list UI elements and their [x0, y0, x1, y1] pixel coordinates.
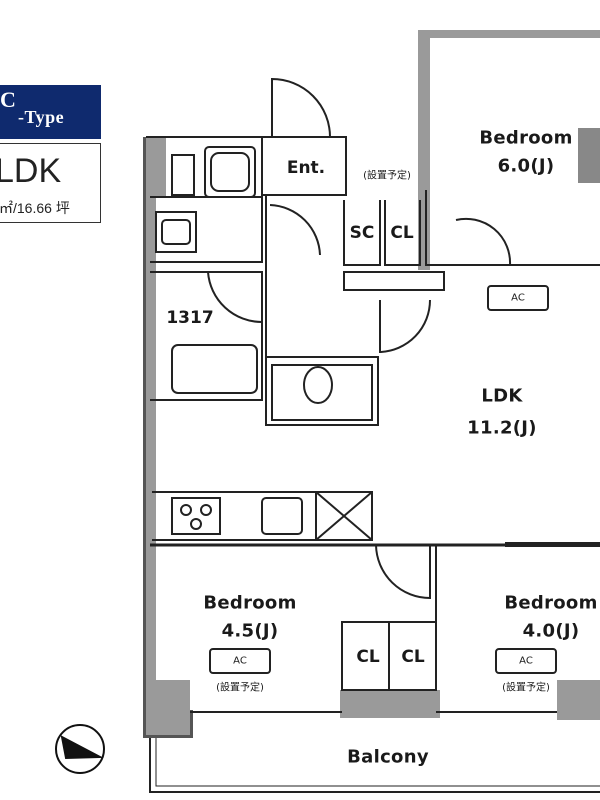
stove	[171, 497, 221, 535]
wall	[341, 621, 437, 691]
wall	[265, 195, 379, 426]
grey-fixture	[578, 128, 600, 183]
bathtub	[171, 344, 258, 394]
wall	[152, 491, 317, 541]
ac-unit	[487, 285, 549, 311]
ldk-name: LDK	[481, 385, 523, 407]
washer-inner	[210, 152, 250, 192]
door-swing	[269, 204, 321, 256]
wall-block	[146, 137, 166, 197]
entrance-label: Ent.	[286, 158, 326, 178]
door-swing	[271, 77, 332, 138]
ac-label-bedroom-c: AC	[519, 655, 533, 667]
bedroom-a-size: 6.0(J)	[497, 155, 555, 177]
sink-bowl	[161, 219, 191, 245]
wall	[343, 271, 445, 291]
closet-label-b: CL	[356, 647, 380, 667]
closet-label-c: CL	[401, 647, 425, 667]
unit-info-box: LDK ㎡/16.66 坪	[0, 143, 101, 223]
bedroom-c-size: 4.0(J)	[522, 620, 580, 642]
bedroom-b-name: Bedroom	[203, 592, 297, 614]
planned-note-entry: (設置予定)	[363, 170, 411, 182]
sink	[155, 211, 197, 253]
shoe-closet-label: SC	[349, 223, 375, 243]
burner	[180, 504, 192, 516]
layout-name: LDK	[0, 152, 62, 190]
burner	[200, 504, 212, 516]
wall	[150, 271, 263, 401]
burner	[190, 518, 202, 530]
ac-label-bedroom-b: AC	[233, 655, 247, 667]
door-swing	[375, 544, 431, 600]
door-swing	[455, 217, 512, 266]
ac-label-ldk: AC	[511, 292, 525, 304]
wall	[384, 200, 421, 266]
toilet	[303, 366, 333, 404]
unit-type-badge: C -Type	[0, 85, 101, 139]
door-swing	[207, 271, 263, 324]
area-text: ㎡/16.66 坪	[0, 200, 70, 216]
planned-note-bedroom-b: (設置予定)	[216, 682, 264, 694]
ac-unit	[209, 648, 271, 674]
washer	[204, 146, 256, 198]
balcony-label: Balcony	[347, 746, 429, 768]
bedroom-b-size: 4.5(J)	[221, 620, 279, 642]
bedroom-a-name: Bedroom	[479, 127, 573, 149]
wall-block	[418, 30, 600, 38]
ac-unit	[495, 648, 557, 674]
wall	[425, 190, 600, 266]
door-swing	[379, 299, 431, 354]
fridge	[171, 154, 195, 196]
wall-block	[557, 680, 600, 720]
ldk-size: 11.2(J)	[467, 417, 537, 439]
unit-type-letter: C	[0, 87, 16, 112]
wall	[343, 200, 381, 266]
cross	[315, 491, 373, 541]
bedroom-c-name: Bedroom	[504, 592, 598, 614]
balcony-rail	[155, 738, 600, 787]
toilet-room	[271, 364, 373, 421]
closet-label: CL	[390, 223, 414, 243]
compass-icon	[55, 724, 105, 774]
wall-block	[146, 137, 156, 735]
wall	[146, 136, 347, 196]
balcony-rail	[149, 738, 600, 793]
bath-size-label: 1317	[166, 308, 214, 328]
kitchen-sink	[261, 497, 303, 535]
window-bar	[505, 542, 600, 547]
wall-block	[340, 690, 440, 718]
planned-note-bedroom-c: (設置予定)	[502, 682, 550, 694]
wall-block	[146, 680, 190, 735]
unit-type-label: -Type	[18, 107, 65, 127]
